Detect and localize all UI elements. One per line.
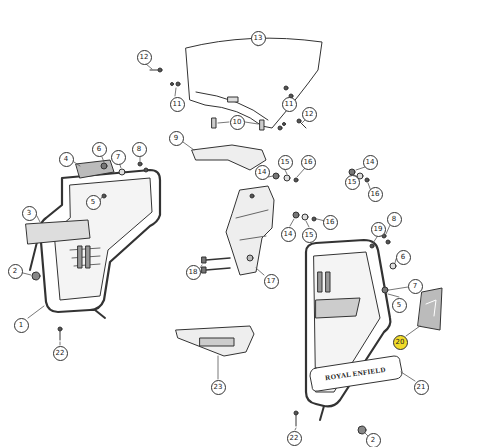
callout-number: 7 <box>111 150 126 165</box>
callout-number: 11 <box>282 97 297 112</box>
callout-number: 11 <box>170 97 185 112</box>
callout-number: 13 <box>251 31 266 46</box>
callout-number: 6 <box>396 250 411 265</box>
callout-number: 20 <box>393 335 408 350</box>
callout-number: 4 <box>59 152 74 167</box>
callout-number: 5 <box>86 195 101 210</box>
callout-number: 22 <box>53 346 68 361</box>
callout-number: 15 <box>278 155 293 170</box>
callout-number: 19 <box>371 222 386 237</box>
callout-number: 1 <box>14 318 29 333</box>
callout-number: 17 <box>264 274 279 289</box>
callout-number: 14 <box>363 155 378 170</box>
callout-number: 9 <box>169 131 184 146</box>
callout-number: 12 <box>302 107 317 122</box>
callout-number: 10 <box>230 115 245 130</box>
callout-number: 18 <box>186 265 201 280</box>
callout-number: 8 <box>132 142 147 157</box>
callout-number: 6 <box>92 142 107 157</box>
callout-number: 16 <box>301 155 316 170</box>
callout-number: 22 <box>287 431 302 446</box>
callout-number: 3 <box>22 206 37 221</box>
callout-number: 23 <box>211 380 226 395</box>
callout-number: 2 <box>366 433 381 447</box>
callout-number: 15 <box>345 175 360 190</box>
callout-number: 14 <box>255 165 270 180</box>
callout-number: 5 <box>392 298 407 313</box>
callout-number: 8 <box>387 212 402 227</box>
callout-number: 14 <box>281 227 296 242</box>
callout-number: 16 <box>323 215 338 230</box>
callout-number: 12 <box>137 50 152 65</box>
callout-number: 15 <box>302 228 317 243</box>
callout-number: 2 <box>8 264 23 279</box>
callout-number: 7 <box>408 279 423 294</box>
callout-number: 21 <box>414 380 429 395</box>
callout-number: 16 <box>368 187 383 202</box>
